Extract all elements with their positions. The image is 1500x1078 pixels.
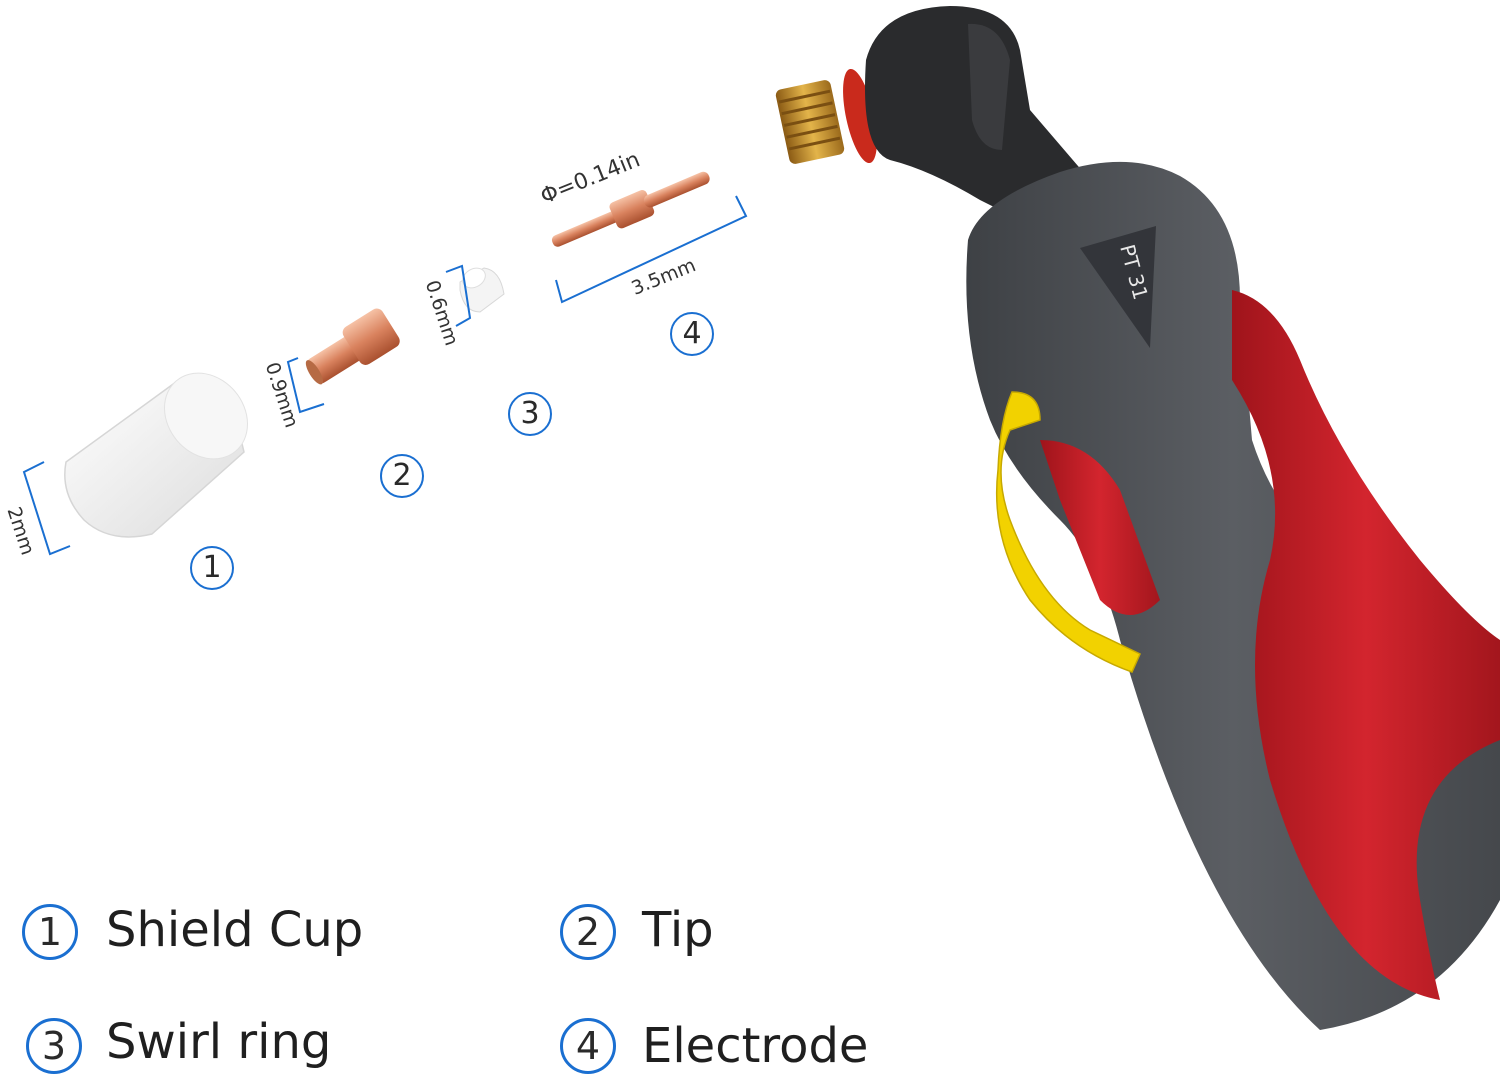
shield-cup-image: [64, 372, 248, 538]
dimension-bracket: [286, 357, 325, 414]
dimension-bracket: [22, 461, 71, 556]
dimension-bracket: [445, 264, 472, 327]
part-number-2: 2: [380, 454, 424, 498]
plasma-torch-image: [775, 6, 1500, 1030]
electrode-image: [551, 171, 710, 247]
legend-label-2: Tip: [642, 902, 714, 958]
legend-number-1: 1: [22, 904, 78, 960]
tip-image: [305, 308, 400, 385]
legend-label-3: Swirl ring: [106, 1014, 332, 1070]
legend-number-3: 3: [26, 1018, 82, 1074]
legend-number-2: 2: [560, 904, 616, 960]
part-number-3: 3: [508, 392, 552, 436]
legend-label-1: Shield Cup: [106, 902, 364, 958]
dimension-bracket: [555, 195, 748, 304]
part-number-4: 4: [670, 312, 714, 356]
legend-label-4: Electrode: [642, 1018, 869, 1074]
legend-number-4: 4: [560, 1018, 616, 1074]
part-number-1: 1: [190, 546, 234, 590]
swirl-ring-image: [459, 267, 505, 313]
